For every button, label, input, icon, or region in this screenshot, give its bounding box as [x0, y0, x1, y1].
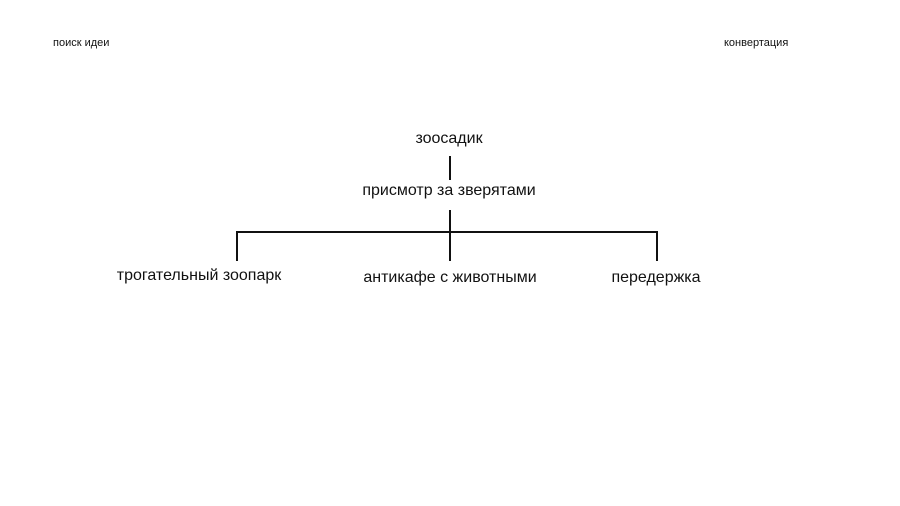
- header-left-label: поиск идеи: [53, 37, 110, 49]
- header-right-label: конвертация: [724, 37, 789, 49]
- branch-bar: [236, 231, 658, 233]
- edge-child-branch: [449, 210, 451, 232]
- node-leaf-3: передержка: [611, 269, 701, 286]
- node-root: зоосадик: [415, 130, 483, 147]
- edge-branch-leaf-2: [449, 231, 451, 261]
- edge-branch-leaf-1: [236, 231, 238, 261]
- node-leaf-1: трогательный зоопарк: [116, 267, 282, 284]
- edge-root-child: [449, 156, 451, 180]
- node-child: присмотр за зверятами: [362, 182, 536, 199]
- node-leaf-2: антикафе с животными: [363, 269, 537, 286]
- edge-branch-leaf-3: [656, 231, 658, 261]
